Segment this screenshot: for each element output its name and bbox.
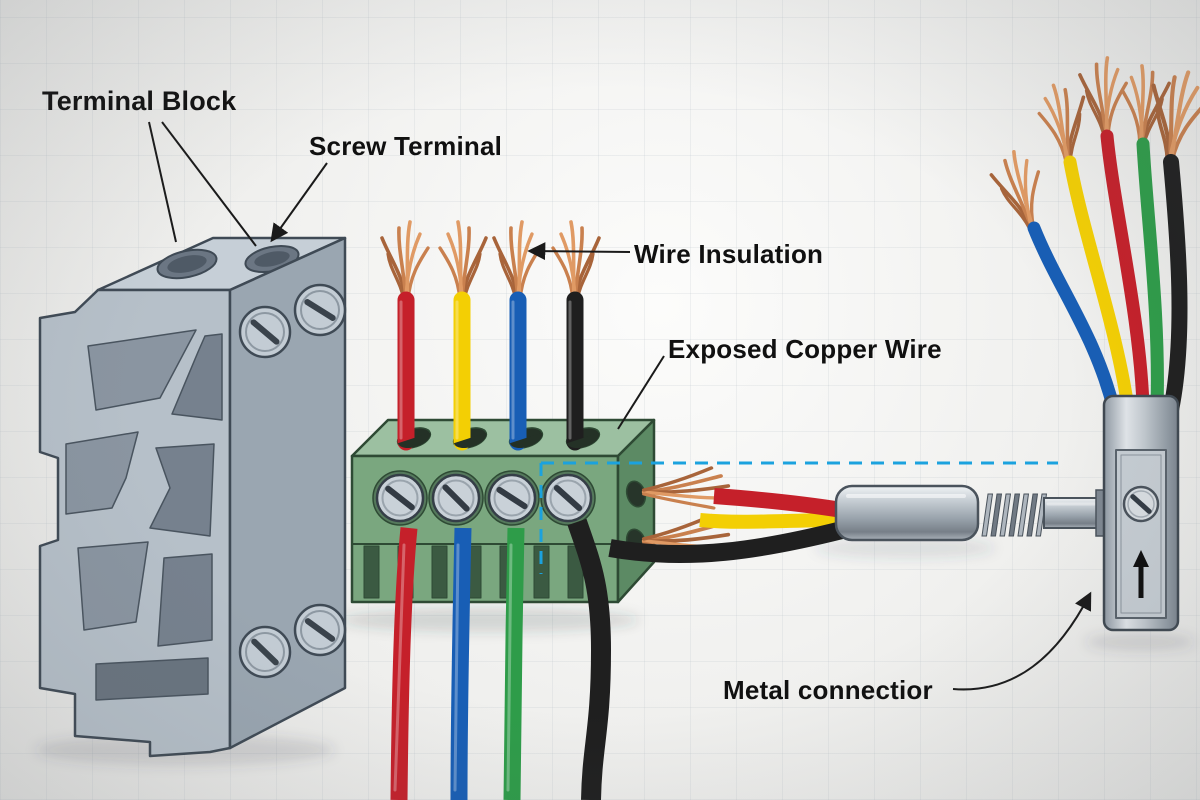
green-terminal-block [350,418,656,458]
label-metal-connector: Metal connectior [723,675,933,705]
screw-terminal [293,283,347,337]
up-arrow-icon [1133,550,1149,598]
leader-terminal-block [148,121,177,243]
screw-terminal [238,305,292,359]
copper-fray [551,220,601,302]
green-block-top-face [350,418,656,458]
bottom-wires [390,518,612,800]
screw-terminal [372,470,428,526]
wire-yellow [1063,155,1135,415]
screw-terminal [540,470,596,526]
wire-blue [1027,221,1121,417]
label-exposed-copper-wire: Exposed Copper Wire [668,334,942,364]
wire-black [567,518,612,800]
threaded-section [981,493,1048,537]
metal-connector [1102,394,1180,632]
wire-green [1136,137,1164,415]
leader-lines [148,121,1092,691]
wire-red [390,527,418,800]
copper-fray [438,220,488,302]
hole-front-arcs [397,432,600,449]
label-screw-terminal: Screw Terminal [309,131,503,161]
copper-fray [492,220,542,302]
screw-terminal [238,625,292,679]
leader-exposed-copper [617,355,665,430]
terminal-block-cutouts [65,329,223,701]
dashed-guide-line [539,461,1058,574]
wire-blue [450,527,472,800]
cable-hardware [834,484,1107,542]
connector-screw [1122,485,1160,523]
splice-wires [608,468,845,564]
connector-fan-wires [985,55,1200,418]
wire-black [1163,154,1188,418]
copper-fray [380,220,430,302]
shadows [35,538,1195,766]
wire-green [503,527,525,800]
wire-red [1100,129,1150,413]
copper-fray [1077,55,1130,139]
label-terminal-block: Terminal Block [42,86,237,116]
metal-ferrule [834,484,980,542]
wire-black [608,521,845,564]
copper-fray [985,145,1055,237]
terminal-block-top-hole [156,248,218,280]
leader-metal-connector [952,591,1092,691]
terminal-block-illustration [38,236,347,758]
top-wires [380,220,601,451]
label-wire-insulation: Wire Insulation [634,239,824,269]
screw-terminal [484,470,540,526]
leader-terminal-block [161,121,257,247]
wire-red [713,488,844,518]
green-block-body [350,418,656,604]
copper-fray [1033,79,1094,167]
leader-screw-terminal [270,162,328,243]
leader-wire-insulation [527,242,631,261]
screw-terminal [428,470,484,526]
screw-terminal [293,603,347,657]
wire-yellow [699,513,843,529]
